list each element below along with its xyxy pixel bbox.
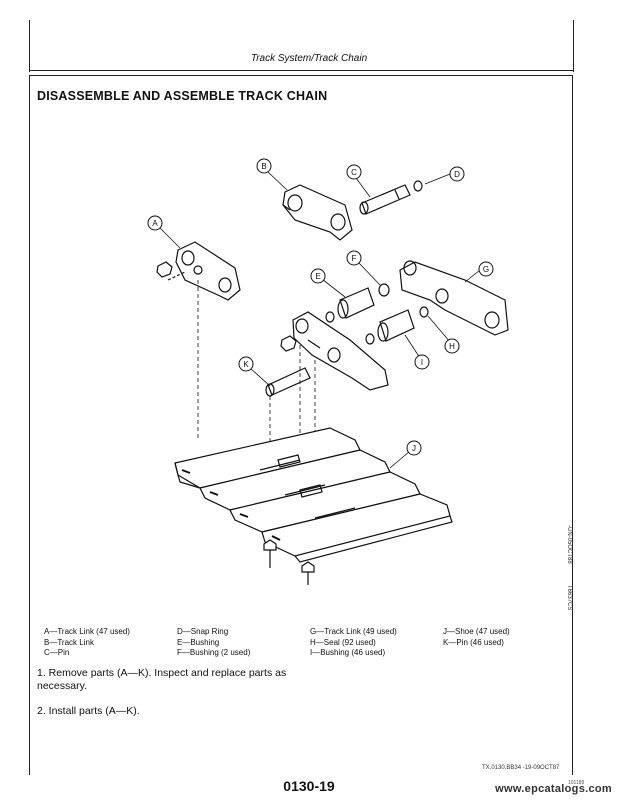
- center-track-link: [292, 311, 389, 391]
- callout-k: K: [243, 360, 249, 369]
- seal-upper: [325, 311, 335, 323]
- nut-center: [280, 335, 297, 352]
- callout-h: H: [449, 342, 455, 351]
- callout-a: A: [152, 219, 158, 228]
- instruction-step-2: 2. Install parts (A—K).: [37, 705, 140, 717]
- callout-d: D: [454, 170, 460, 179]
- part-a-track-link: [175, 241, 241, 301]
- legend-item: B—Track Link: [44, 637, 94, 647]
- nut-left: [156, 261, 186, 281]
- legend-item: J—Shoe (47 used): [443, 627, 510, 636]
- part-e-bushing: [337, 287, 375, 319]
- part-i-bushing: [377, 309, 415, 342]
- header-rule: [29, 70, 574, 71]
- legend-item: G—Track Link (49 used): [310, 627, 397, 636]
- document-code: TX,0130,BB34 -19-09OCT87: [482, 765, 560, 771]
- legend-item: F—Bushing (2 used): [177, 648, 251, 657]
- callout-b: B: [261, 162, 266, 171]
- part-h-seal: [419, 306, 429, 318]
- callout-e: E: [315, 272, 320, 281]
- corner-code: 101189: [568, 780, 585, 786]
- legend-item: D—Snap Ring: [177, 627, 229, 636]
- part-g-track-link: [399, 260, 509, 336]
- part-d-snap-ring: [413, 180, 423, 192]
- legend-item: A—Track Link (47 used): [44, 627, 130, 636]
- figure-id-code: T6637CS: [566, 585, 572, 611]
- legend-column-2: D—Snap Ring E—Bushing F—Bushing (2 used): [177, 627, 250, 659]
- legend-item: C—Pin: [44, 648, 70, 657]
- legend-column-4: J—Shoe (47 used) K—Pin (46 used): [443, 627, 510, 648]
- section-box: [29, 75, 573, 775]
- page-number: 0130-19: [283, 778, 335, 794]
- section-title: DISASSEMBLE AND ASSEMBLE TRACK CHAIN: [37, 89, 328, 103]
- right-margin-rule: [573, 20, 574, 72]
- instruction-step-1: 1. Remove parts (A—K). Inspect and repla…: [37, 667, 287, 692]
- figure-date-code: -UN-05OCT88: [566, 525, 572, 564]
- left-margin-rule: [29, 20, 30, 72]
- legend-column-3: G—Track Link (49 used) H—Seal (92 used) …: [310, 627, 397, 659]
- part-f-bushing: [378, 283, 390, 297]
- callout-c: C: [351, 168, 357, 177]
- legend-item: E—Bushing: [177, 637, 220, 647]
- watermark-link[interactable]: www.epcatalogs.com: [495, 783, 612, 795]
- track-chain-exploded-diagram: B C D A E F G H I J K: [147, 158, 509, 585]
- legend-column-1: A—Track Link (47 used) B—Track Link C—Pi…: [44, 627, 130, 659]
- legend-item: K—Pin (46 used): [443, 637, 504, 647]
- running-header: Track System/Track Chain: [250, 53, 368, 64]
- part-k-pin: [265, 367, 311, 397]
- part-j-shoe: [174, 427, 453, 563]
- legend-item: I—Bushing (46 used): [310, 648, 386, 657]
- part-c-pin: [359, 184, 411, 215]
- part-b-track-link: [282, 184, 353, 241]
- callout-j: J: [412, 444, 416, 453]
- callout-g: G: [483, 265, 489, 274]
- callout-f: F: [352, 254, 357, 263]
- legend-item: H—Seal (92 used): [310, 637, 376, 647]
- bolt-right: [301, 561, 315, 585]
- callout-i: I: [421, 358, 423, 367]
- seal-lower: [365, 333, 375, 345]
- bolt-left: [263, 539, 277, 568]
